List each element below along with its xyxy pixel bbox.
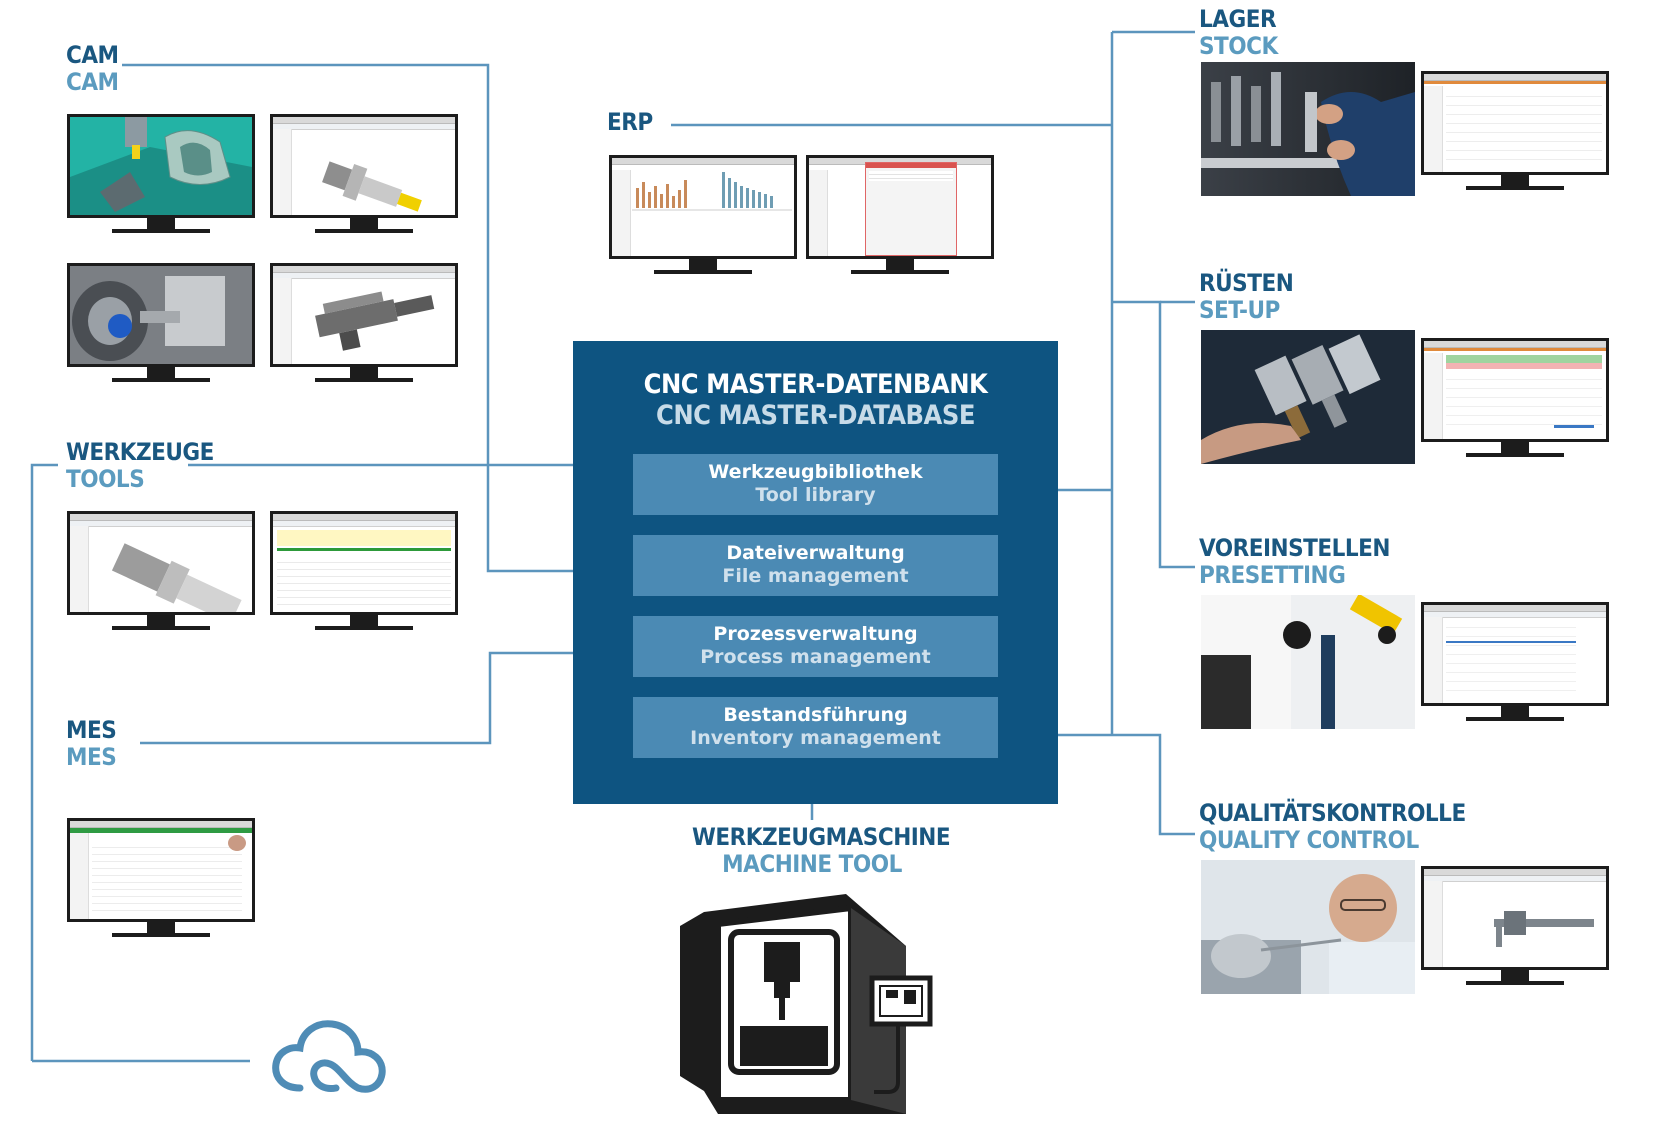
module-process-management: Prozessverwaltung Process management bbox=[633, 616, 998, 677]
cam-monitor-1 bbox=[67, 114, 255, 234]
mes-monitor bbox=[67, 818, 255, 938]
module-process-management-en: Process management bbox=[700, 646, 931, 668]
mes-label: MES MES bbox=[66, 716, 117, 771]
module-tool-library-de: Werkzeugbibliothek bbox=[708, 461, 923, 483]
module-file-management-en: File management bbox=[722, 565, 909, 587]
voreinstellen-label-de: VOREINSTELLEN bbox=[1199, 534, 1391, 562]
werkzeuge-label: WERKZEUGE TOOLS bbox=[66, 439, 214, 493]
cam-monitor-3 bbox=[67, 263, 255, 383]
quality-inspection-image bbox=[1201, 860, 1415, 994]
erp-label: ERP bbox=[607, 109, 653, 136]
module-process-management-de: Prozessverwaltung bbox=[713, 623, 918, 645]
database-title: CNC MASTER-DATENBANK CNC MASTER-DATABASE bbox=[573, 369, 1058, 431]
mes-label-de: MES bbox=[66, 716, 117, 744]
lager-label-de: LAGER bbox=[1199, 5, 1277, 33]
caliper-render bbox=[1494, 911, 1594, 947]
stock-monitor bbox=[1421, 71, 1609, 191]
erp-label-de: ERP bbox=[607, 108, 653, 136]
werkzeuge-label-de: WERKZEUGE bbox=[66, 438, 214, 466]
ruesten-label: RÜSTEN SET-UP bbox=[1199, 269, 1294, 324]
presetting-monitor bbox=[1421, 602, 1609, 722]
ruesten-label-en: SET-UP bbox=[1199, 296, 1280, 324]
stock-tool-rack-image bbox=[1201, 62, 1415, 196]
tools-monitor-1 bbox=[67, 511, 255, 631]
lager-label: LAGER STOCK bbox=[1199, 6, 1278, 60]
qualitaet-label: QUALITÄTSKONTROLLE QUALITY CONTROL bbox=[1199, 800, 1466, 854]
quality-monitor bbox=[1421, 866, 1609, 986]
machine-tool-label: WERKZEUGMASCHINE MACHINE TOOL bbox=[692, 823, 951, 878]
erp-monitor-1 bbox=[609, 155, 797, 275]
ruesten-label-de: RÜSTEN bbox=[1199, 269, 1294, 297]
erp-bar-chart bbox=[632, 172, 792, 211]
cam-monitor-2 bbox=[270, 114, 458, 234]
module-inventory-management-de: Bestandsführung bbox=[723, 704, 908, 726]
tool-holder-render bbox=[322, 161, 422, 212]
qualitaet-label-en: QUALITY CONTROL bbox=[1199, 826, 1419, 854]
tools-monitor-2 bbox=[270, 511, 458, 631]
module-tool-library: Werkzeugbibliothek Tool library bbox=[633, 454, 998, 515]
setup-tool-holders-image bbox=[1201, 330, 1415, 464]
presetting-device-image bbox=[1201, 595, 1415, 729]
module-inventory-management: Bestandsführung Inventory management bbox=[633, 697, 998, 758]
cam-label-de: CAM bbox=[66, 41, 119, 69]
cam-monitor-4 bbox=[270, 263, 458, 383]
module-tool-library-en: Tool library bbox=[755, 484, 876, 506]
module-file-management-de: Dateiverwaltung bbox=[726, 542, 905, 564]
werkzeuge-label-en: TOOLS bbox=[66, 465, 145, 493]
erp-monitor-2 bbox=[806, 155, 994, 275]
machine-tool-label-de: WERKZEUGMASCHINE bbox=[692, 823, 951, 851]
mes-label-en: MES bbox=[66, 743, 117, 771]
module-file-management: Dateiverwaltung File management bbox=[633, 535, 998, 596]
presetting-photo bbox=[1201, 595, 1415, 729]
tool-render bbox=[111, 543, 242, 612]
database-title-de: CNC MASTER-DATENBANK bbox=[643, 369, 988, 400]
stock-photo bbox=[1201, 62, 1415, 196]
qualitaet-label-de: QUALITÄTSKONTROLLE bbox=[1199, 799, 1466, 827]
database-title-en: CNC MASTER-DATABASE bbox=[656, 400, 975, 431]
cam-label: CAM CAM bbox=[66, 42, 119, 96]
cnc-master-database: CNC MASTER-DATENBANK CNC MASTER-DATABASE… bbox=[573, 341, 1058, 804]
machine-tool-label-en: MACHINE TOOL bbox=[722, 850, 902, 878]
cam-milling-render bbox=[70, 117, 252, 215]
cam-turning-render bbox=[70, 266, 252, 364]
voreinstellen-label: VOREINSTELLEN PRESETTING bbox=[1199, 534, 1391, 589]
cnc-machine-icon bbox=[680, 894, 933, 1114]
cam-label-en: CAM bbox=[66, 68, 119, 96]
quality-photo bbox=[1201, 860, 1415, 994]
voreinstellen-label-en: PRESETTING bbox=[1199, 561, 1346, 589]
turning-tool-render bbox=[315, 291, 435, 351]
setup-photo bbox=[1201, 330, 1415, 464]
cloud-icon bbox=[272, 1020, 386, 1093]
lager-label-en: STOCK bbox=[1199, 32, 1278, 60]
setup-monitor bbox=[1421, 338, 1609, 458]
module-inventory-management-en: Inventory management bbox=[690, 727, 941, 749]
